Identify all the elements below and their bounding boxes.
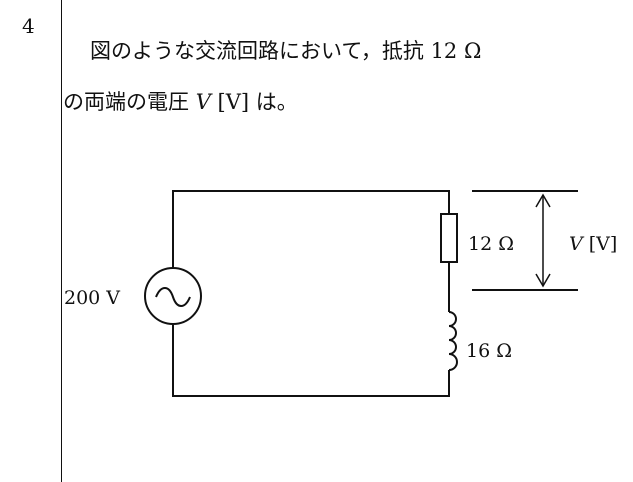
question-voltage-unit: [V]: [210, 90, 256, 114]
voltage-arrow-head-top: [535, 193, 551, 208]
inductor-coil: [448, 311, 458, 371]
question-line-1: 図のような交流回路において，抵抗 12 Ω: [90, 39, 482, 63]
voltage-label: V [V]: [569, 233, 617, 255]
inductor-label: 16 Ω: [466, 340, 512, 362]
question-number: 4: [22, 14, 35, 38]
ac-source-tilde: [155, 287, 191, 307]
wire-top-left: [172, 190, 450, 268]
question-line-2-prefix: の両端の電圧: [63, 90, 196, 114]
resistor-symbol: [440, 213, 458, 263]
wire-bottom: [172, 325, 450, 397]
voltage-label-variable: V: [569, 233, 585, 255]
question-line-2-suffix: は。: [255, 90, 298, 114]
resistor-label: 12 Ω: [468, 233, 514, 255]
source-voltage-label: 200 V: [64, 287, 120, 309]
question-line-2: の両端の電圧 V [V] は。: [63, 88, 298, 116]
question-voltage-variable: V: [195, 90, 211, 114]
voltage-arrow-head-bottom: [535, 273, 551, 288]
margin-rule: [61, 0, 62, 482]
voltage-label-unit: [V]: [583, 233, 618, 255]
